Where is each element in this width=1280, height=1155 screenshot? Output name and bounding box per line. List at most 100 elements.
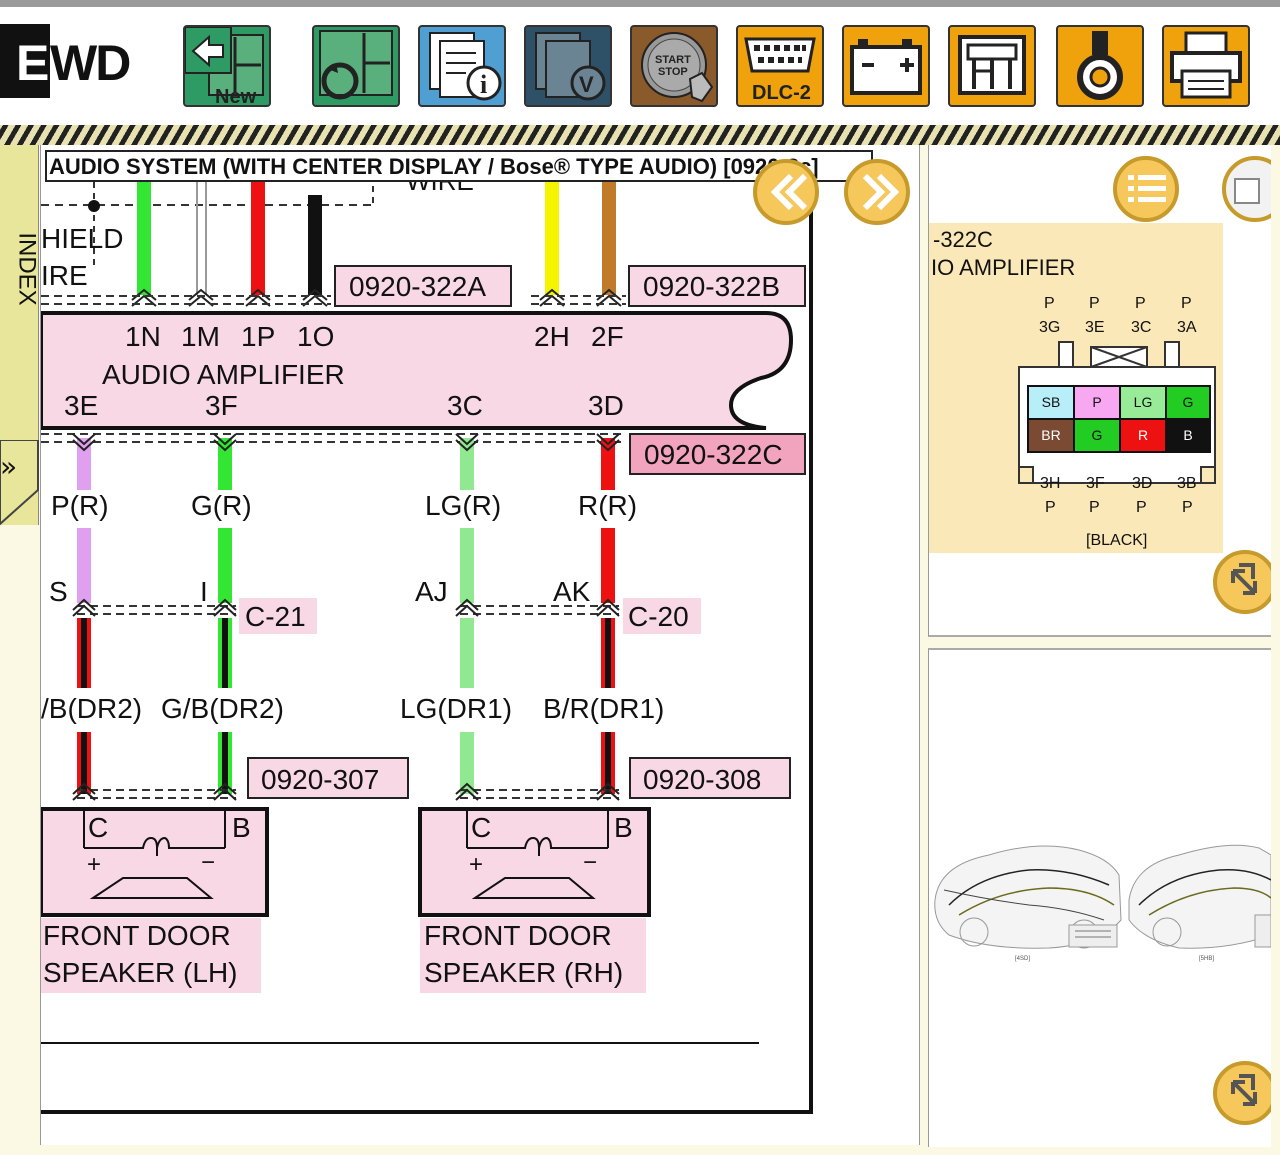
bottom-pin-3b: 3B bbox=[1177, 475, 1197, 492]
connector-thumbnail-icon bbox=[1234, 178, 1260, 204]
expand-icon[interactable]: » bbox=[0, 450, 17, 483]
top-wire-label-3c: P bbox=[1135, 295, 1146, 312]
connector-view-svg: -322C IO AMPLIFIER P P P P 3G 3E 3C 3A bbox=[929, 156, 1271, 614]
dlc2-button[interactable]: DLC-2 bbox=[736, 25, 824, 107]
connector-tag-322c[interactable] bbox=[629, 433, 806, 475]
logo-letters-wd: WD bbox=[50, 35, 131, 91]
ground-button[interactable] bbox=[1056, 25, 1144, 107]
refresh-window-button[interactable] bbox=[312, 25, 400, 107]
logo-block bbox=[0, 24, 50, 98]
previous-page-button[interactable] bbox=[753, 159, 819, 225]
cavity-3h bbox=[1029, 420, 1073, 451]
top-pin-3g: 3G bbox=[1039, 319, 1060, 336]
info-document-button[interactable]: i bbox=[418, 25, 506, 107]
start-stop-icon: START STOP bbox=[641, 32, 714, 103]
start-stop-button[interactable]: START STOP bbox=[630, 25, 718, 107]
wire-label: IRE bbox=[41, 260, 88, 291]
connector-tag-322b[interactable] bbox=[628, 265, 806, 307]
speaker-rh-name-1: FRONT DOOR bbox=[424, 920, 612, 951]
connector-tag-308[interactable] bbox=[629, 757, 791, 799]
hazard-stripe bbox=[0, 125, 1280, 145]
connector-tag-322a[interactable] bbox=[334, 265, 512, 307]
pin-3e: 3E bbox=[64, 390, 98, 421]
harness-location-svg: [4SD] [5HB] bbox=[934, 844, 1271, 1125]
battery-button[interactable] bbox=[842, 25, 930, 107]
svg-text:DLC-2: DLC-2 bbox=[752, 82, 811, 104]
connector-label-322a: 0920-322A bbox=[349, 271, 486, 302]
sedan-caption: [4SD] bbox=[1015, 956, 1030, 962]
pin-ak: AK bbox=[553, 576, 591, 607]
bottom-pin-3h: 3H bbox=[1040, 475, 1060, 492]
speaker-lh-name-2: SPEAKER (LH) bbox=[43, 957, 238, 988]
wire-lightgreen-3c bbox=[460, 438, 474, 490]
expand-connector-view-button[interactable] bbox=[1213, 550, 1271, 614]
speaker-lh[interactable]: C B + − bbox=[41, 807, 269, 917]
housing-color-label: [BLACK] bbox=[1086, 532, 1147, 549]
shield-junction-dot bbox=[88, 200, 100, 212]
refresh-window-icon bbox=[319, 30, 393, 100]
wiring-diagram: WIRE HIELD IRE 0920-322A 0920-322B 1N 1M… bbox=[40, 145, 920, 1145]
cavity-label-g-bottom: G bbox=[1092, 427, 1103, 443]
wire-label-lg-dr1: LG(DR1) bbox=[400, 693, 512, 724]
cavity-3g bbox=[1029, 387, 1073, 418]
wire-red-1p bbox=[251, 175, 265, 295]
next-page-button[interactable] bbox=[844, 159, 910, 225]
wire-label-br-dr1: B/R(DR1) bbox=[543, 693, 664, 724]
pin-1o: 1O bbox=[297, 321, 334, 352]
svg-text:New: New bbox=[215, 86, 257, 105]
wire-yellow-2h bbox=[545, 175, 559, 295]
pin-1m: 1M bbox=[181, 321, 220, 352]
junction-tag-c21[interactable] bbox=[239, 598, 317, 634]
cavity-3d bbox=[1121, 420, 1165, 451]
pin-2f: 2F bbox=[591, 321, 624, 352]
wire-black-1o bbox=[308, 195, 322, 295]
svg-text:START: START bbox=[655, 54, 691, 66]
speaker-rh-minus: − bbox=[583, 849, 597, 876]
vehicle-harness-hatchback[interactable]: [5HB] bbox=[1128, 844, 1271, 962]
shield-label: HIELD bbox=[41, 223, 123, 254]
pin-1p: 1P bbox=[241, 321, 275, 352]
expand-location-view-button[interactable] bbox=[1213, 1061, 1271, 1125]
voltage-document-button[interactable]: V bbox=[524, 25, 612, 107]
cavity-label-lg: LG bbox=[1134, 394, 1153, 410]
junction-tag-c20[interactable] bbox=[623, 598, 701, 634]
pin-1n: 1N bbox=[125, 321, 161, 352]
info-document-icon: i bbox=[429, 32, 502, 101]
connector-view-panel: -322C IO AMPLIFIER P P P P 3G 3E 3C 3A bbox=[928, 145, 1271, 637]
pin-s: S bbox=[49, 576, 68, 607]
speaker-lh-name-1: FRONT DOOR bbox=[43, 920, 231, 951]
fuse-block-button[interactable] bbox=[948, 25, 1036, 107]
wire-green-3f bbox=[218, 438, 232, 490]
pin-3d: 3D bbox=[588, 390, 624, 421]
bottom-wire-label-3d: P bbox=[1136, 499, 1147, 516]
index-tab-shape: » bbox=[0, 440, 39, 526]
wire-label-g-r: G(R) bbox=[191, 490, 252, 521]
wire-red-3d bbox=[601, 438, 615, 490]
top-pin-3a: 3A bbox=[1177, 319, 1197, 336]
connector-label-307: 0920-307 bbox=[261, 764, 379, 795]
top-pin-3c: 3C bbox=[1131, 319, 1151, 336]
menu-button[interactable] bbox=[1113, 156, 1179, 222]
bottom-pin-3d: 3D bbox=[1132, 475, 1152, 492]
logo-letter-e: E bbox=[16, 35, 49, 91]
connector-list-button[interactable] bbox=[1222, 156, 1271, 222]
speaker-rh[interactable]: C B + − bbox=[418, 807, 651, 917]
junction-label-c20: C-20 bbox=[628, 601, 689, 632]
speaker-lh-pin-c: C bbox=[88, 812, 108, 843]
connector-label-308: 0920-308 bbox=[643, 764, 761, 795]
vehicle-harness-sedan[interactable]: [4SD] bbox=[934, 845, 1122, 962]
speaker-lh-minus: − bbox=[201, 849, 215, 876]
top-wire-label-3a: P bbox=[1181, 295, 1192, 312]
top-wire-label-3e: P bbox=[1089, 295, 1100, 312]
top-pin-3e: 3E bbox=[1085, 319, 1105, 336]
list-menu-icon bbox=[1128, 175, 1166, 202]
wire-label-r-r: R(R) bbox=[578, 490, 637, 521]
wire-pink-3e bbox=[77, 438, 91, 490]
print-button[interactable] bbox=[1162, 25, 1250, 107]
connector-tag-307[interactable] bbox=[247, 757, 409, 799]
new-window-button[interactable]: New bbox=[183, 25, 271, 107]
wire-brown-2f bbox=[602, 175, 616, 295]
audio-amplifier-box[interactable] bbox=[41, 311, 794, 430]
top-border bbox=[0, 0, 1280, 7]
expand-icon bbox=[1231, 1074, 1257, 1106]
